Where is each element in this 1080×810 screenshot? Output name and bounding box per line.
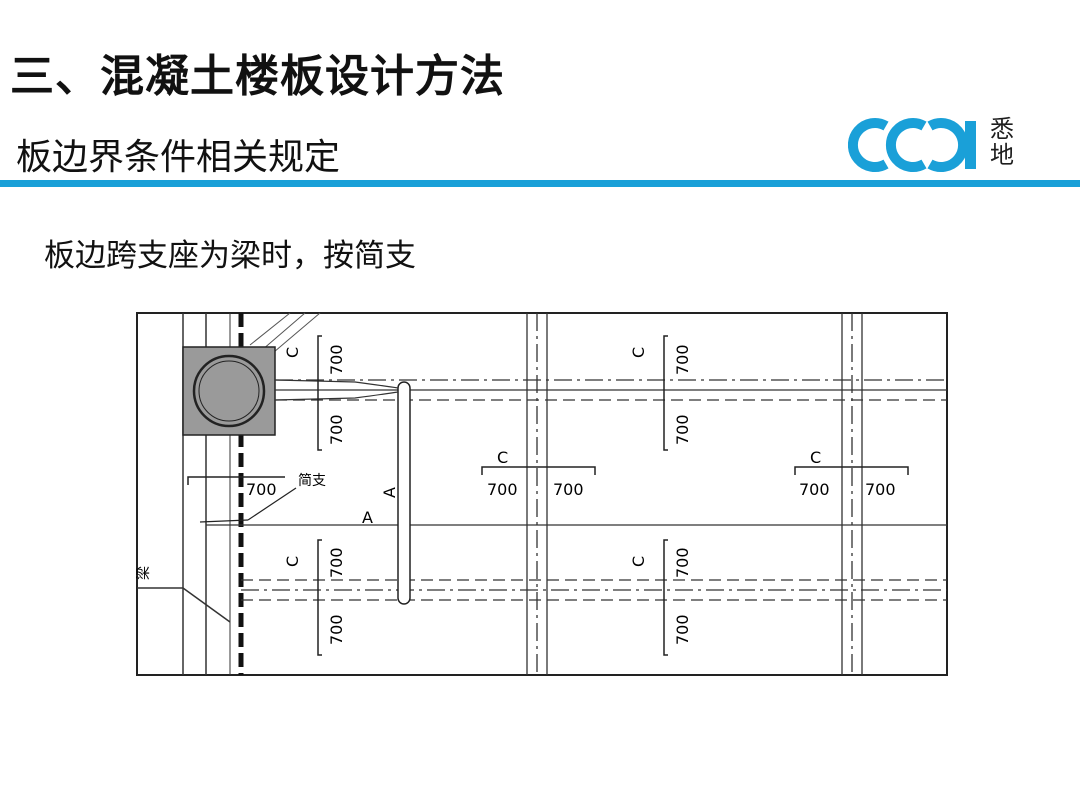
dim-700-h2: 700 — [553, 480, 584, 499]
dim-700-v2: 700 — [327, 414, 346, 445]
a-label-v: A — [380, 487, 399, 498]
c-label-4: C — [629, 556, 648, 567]
slide-title: 三、混凝土楼板设计方法 — [10, 51, 505, 102]
column-circle-inner — [198, 360, 260, 422]
dim-700-v7: 700 — [673, 547, 692, 578]
grid-lines-horizontal — [206, 379, 947, 601]
c-label-6: C — [810, 448, 821, 467]
c-label-2: C — [629, 347, 648, 358]
slide-subtitle: 板边界条件相关规定 — [16, 137, 341, 178]
grid-lines-vertical — [526, 313, 863, 675]
c-label-5: C — [497, 448, 508, 467]
logo-text-top: 悉 — [990, 115, 1014, 143]
dim-700-v4: 700 — [673, 414, 692, 445]
c-label-1: C — [283, 347, 302, 358]
dim-700-h3: 700 — [799, 480, 830, 499]
hatch-lines — [249, 312, 321, 353]
ccdi-logo-icon — [848, 118, 976, 172]
dim-700-v3: 700 — [673, 344, 692, 375]
dim-700-h1: 700 — [487, 480, 518, 499]
dim-700-v6: 700 — [327, 614, 346, 645]
simple-support-label: 简支 — [298, 472, 326, 489]
dim-700-v1: 700 — [327, 344, 346, 375]
strip-a-marker — [397, 381, 411, 605]
c-label-3: C — [283, 556, 302, 567]
header-divider — [0, 180, 1080, 187]
dim-700-h4: 700 — [865, 480, 896, 499]
dim-700-v8: 700 — [673, 614, 692, 645]
statement-text: 板边跨支座为梁时，按简支 — [44, 238, 416, 274]
dim-700-h5: 700 — [246, 480, 277, 499]
a-label-h: A — [362, 508, 373, 527]
beam-label: 梁 — [136, 566, 152, 580]
logo-text-bottom: 地 — [990, 141, 1014, 169]
diagram-frame — [136, 312, 948, 676]
column-circle — [192, 354, 266, 428]
column-block — [182, 346, 276, 436]
dim-700-v5: 700 — [327, 547, 346, 578]
dim-brackets — [187, 335, 909, 656]
